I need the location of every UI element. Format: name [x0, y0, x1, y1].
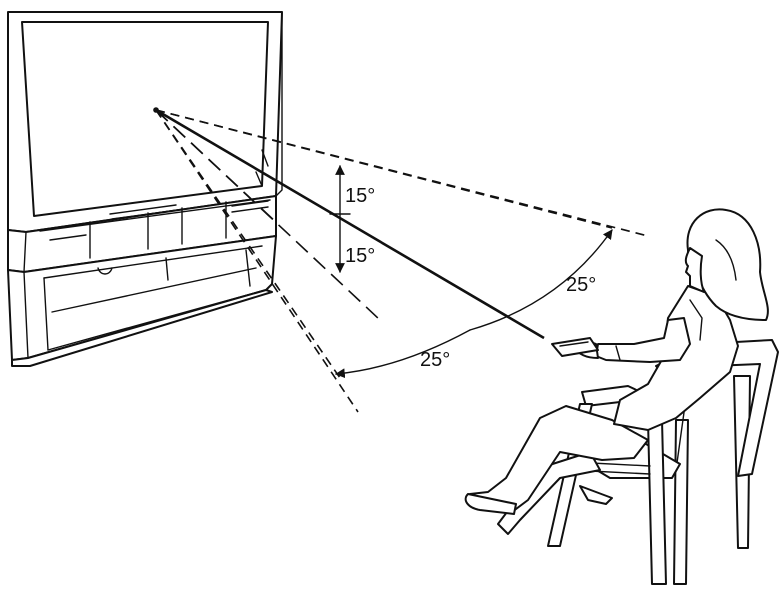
horizontal-angle-left-label: 25°: [420, 349, 450, 371]
person-face: [684, 247, 705, 293]
angle-boundary-left-upper: [155, 109, 341, 379]
horizontal-angle-arc-right: [469, 229, 613, 331]
remote-beam-line: [155, 108, 545, 340]
angle-boundary-left-lower: [155, 109, 359, 413]
angle-boundary-right-upper: [155, 109, 649, 237]
vertical-angle-down-label: 15°: [345, 245, 375, 267]
angle-indicators: 15° 15° 25° 25°: [329, 165, 613, 379]
remote-sensor-point: [153, 107, 159, 113]
person-arm: [595, 317, 691, 363]
tv-screen: [21, 21, 269, 217]
vertical-angle-up-label: 15°: [345, 185, 375, 207]
horizontal-angle-arc-left: [335, 329, 471, 379]
horizontal-angle-right-label: 25°: [566, 274, 596, 296]
seated-person-illustration: [464, 208, 769, 535]
reception-angle-lines: [153, 107, 649, 413]
angle-boundary-right-lower: [155, 109, 613, 229]
projection-tv-illustration: [7, 11, 283, 367]
vertical-boundary-lower: [155, 109, 381, 321]
